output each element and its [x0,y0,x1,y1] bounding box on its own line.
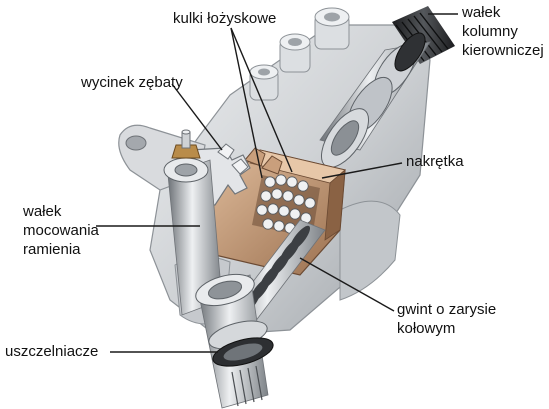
leader-line-kulki [230,27,293,173]
leader-line-kulki [230,27,263,179]
housing-boss [314,7,350,50]
output-shaft [195,273,274,409]
label-arm-mount-shaft: wałek mocowania ramienia [23,203,99,258]
label-seals: uszczelniacze [5,343,99,360]
bearing-balls [256,174,316,234]
steering-column-shaft [319,6,455,168]
leader-line-wycinek [171,83,223,151]
leader-line-gwint [299,257,395,312]
leader-line-nakretka [321,162,403,179]
label-nut: nakrętka [406,153,464,170]
leader-lines [96,13,458,353]
housing-boss [279,33,311,73]
label-steering-column-shaft: wałek kolumny kierowniczej [462,4,544,59]
label-ball-bearings: kulki łożyskowe [173,10,277,27]
housing-boss [249,64,279,101]
label-round-thread: gwint o zarysie kołowym [397,301,497,337]
label-sector-gear: wycinek zębaty [81,74,183,91]
